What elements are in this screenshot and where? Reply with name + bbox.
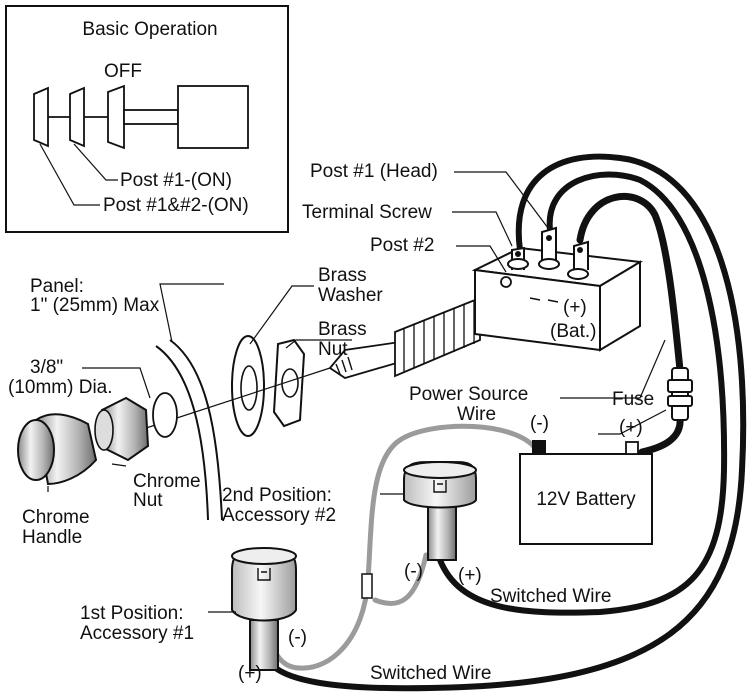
contact-off (107, 84, 125, 150)
hole-label-2: (10mm) Dia. (8, 377, 113, 398)
post12-on-label: Post #1&#2-(ON) (103, 195, 249, 216)
nut-label-1: Brass (318, 319, 367, 340)
switch-assembly (328, 226, 644, 379)
post1-head-label: Post #1 (Head) (310, 161, 438, 182)
accessory-1-light (231, 547, 297, 671)
nut-label-2: Nut (318, 339, 348, 360)
panel-label-1: Panel: (30, 276, 84, 297)
bat-label: (Bat.) (550, 321, 597, 342)
contact-1 (33, 86, 49, 148)
acc2-label-1: 2nd Position: (222, 485, 332, 506)
acc1-neg-label: (-) (288, 627, 307, 648)
battery (519, 440, 653, 545)
chrome-nut-label-2: Nut (133, 490, 163, 511)
power-source-label-1: Power Source (409, 384, 529, 405)
washer-label-2: Washer (318, 285, 383, 306)
leader-lines (47, 171, 667, 613)
battery-terminal (573, 240, 589, 270)
washer-label-1: Brass (318, 265, 367, 286)
post-1-head-terminal (541, 226, 557, 266)
power-source-label-2: Wire (457, 404, 497, 425)
wires (265, 153, 747, 692)
battery-label: 12V Battery (536, 489, 636, 510)
off-label: OFF (104, 61, 142, 82)
brass-washer (231, 335, 265, 437)
ground-wires (265, 423, 541, 671)
brass-nut (272, 338, 306, 428)
acc1-label-2: Accessory #1 (80, 623, 195, 644)
battery-neg-label: (-) (530, 413, 549, 434)
panel (152, 339, 223, 521)
handle-label-2: Handle (22, 527, 83, 548)
contact-2 (69, 86, 85, 148)
basic-operation-inset (5, 5, 289, 233)
switched-wire-label-2: Switched Wire (370, 663, 492, 684)
chrome-nut (94, 396, 150, 462)
ground-connector (361, 573, 373, 599)
fuse-label: Fuse (612, 389, 655, 410)
handle-label-1: Chrome (22, 507, 90, 528)
post1-on-label: Post #1-(ON) (120, 170, 232, 191)
terminal-screw-label: Terminal Screw (302, 202, 432, 223)
panel-label-2: 1" (25mm) Max (30, 295, 160, 316)
chrome-nut-label-1: Chrome (133, 471, 201, 492)
acc2-label-2: Accessory #2 (222, 505, 337, 526)
hole-label-1: 3/8" (30, 357, 64, 378)
acc2-neg-label: (-) (404, 561, 423, 582)
threaded-bushing (394, 296, 481, 378)
acc1-pos-label: (+) (238, 663, 262, 684)
post2-label: Post #2 (370, 235, 435, 256)
switched-wire-label-1: Switched Wire (490, 586, 612, 607)
fuse-holder (667, 367, 693, 421)
switch-plus-label: (+) (563, 297, 587, 318)
accessory-2-light (403, 460, 477, 561)
battery-pos-label: (+) (619, 417, 643, 438)
chrome-handle (17, 413, 98, 486)
inset-title: Basic Operation (82, 19, 218, 40)
switch-body-schematic (177, 85, 249, 149)
acc2-pos-label: (+) (458, 565, 482, 586)
acc1-label-1: 1st Position: (80, 603, 184, 624)
